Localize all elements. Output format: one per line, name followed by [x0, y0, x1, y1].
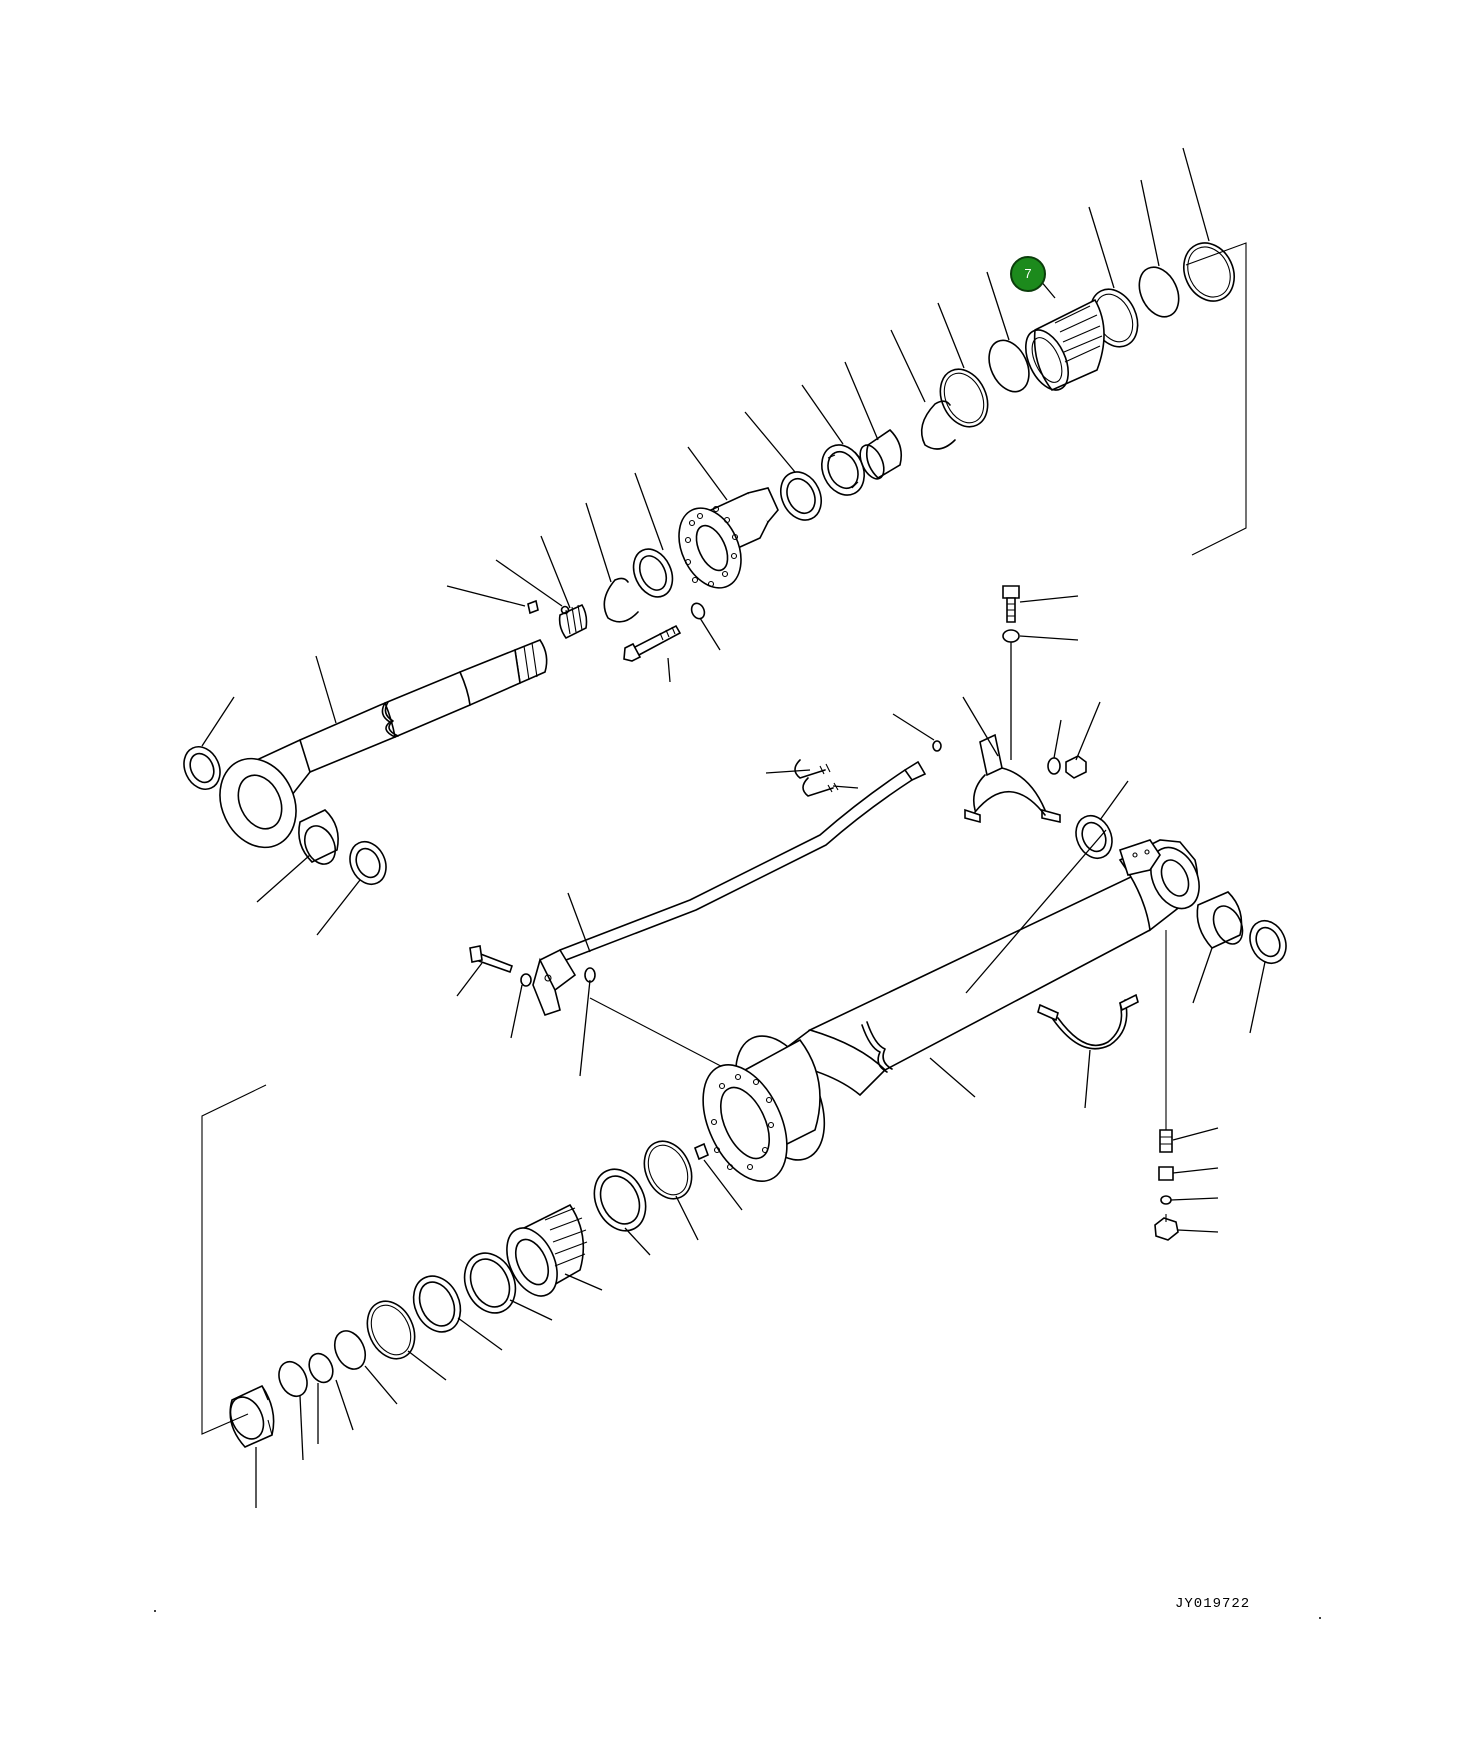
lower-ring-4 — [333, 1330, 367, 1370]
grease-fitting-stack — [1154, 1129, 1179, 1241]
u-bolt — [794, 759, 839, 797]
cylinder-bottom-eye — [1118, 839, 1200, 932]
bushing-1 — [859, 428, 903, 480]
pipe-fitting — [903, 760, 927, 782]
scan-speck — [154, 1610, 156, 1612]
snap-ring-1 — [920, 400, 956, 450]
buffer-ring — [779, 471, 823, 521]
lower-ring-2 — [412, 1275, 462, 1333]
rod-eye-seal-right — [349, 841, 387, 885]
tube-clamp — [1037, 993, 1139, 1050]
pipe-flange — [532, 948, 577, 1016]
rod-seal — [821, 444, 865, 496]
pipe-o-ring — [584, 967, 596, 983]
clamp-bolt — [1002, 585, 1020, 623]
lower-piston — [506, 1203, 588, 1297]
seal-ring-top-2 — [1138, 266, 1180, 318]
clamp-spring-washer — [1047, 757, 1061, 775]
part-callout-7[interactable]: 7 — [1010, 256, 1046, 292]
backup-ring-1 — [939, 368, 989, 428]
o-ring-lower-1 — [643, 1140, 693, 1200]
scan-speck — [1319, 1617, 1321, 1619]
leader-lines — [201, 147, 1266, 1508]
backup-ring-lower — [593, 1168, 647, 1232]
bottom-bushing — [1196, 891, 1244, 949]
spring-washer — [690, 602, 706, 620]
lower-ring-5 — [278, 1360, 308, 1398]
lower-nut — [229, 1384, 275, 1448]
upper-seal-right — [1075, 815, 1113, 859]
snap-ring-2 — [603, 577, 639, 623]
lower-group-bracket — [201, 1084, 267, 1435]
piston-nut — [558, 603, 588, 640]
hydraulic-pipe — [559, 769, 906, 951]
flange-connection-line — [589, 997, 739, 1076]
flange-washer — [520, 973, 532, 987]
piping-assembly — [469, 585, 1087, 1076]
seal-ring-top-1 — [1183, 242, 1235, 302]
upper-group-bracket — [1185, 242, 1247, 556]
dust-seal-upper — [632, 548, 674, 598]
head-bolt — [623, 624, 682, 662]
small-ball — [560, 605, 570, 615]
rod-eye-seal-left — [183, 746, 221, 790]
rod-eye-bushing — [298, 809, 339, 865]
cylinder-tube — [702, 873, 1151, 1183]
cylinder-head — [678, 487, 779, 589]
lower-ring-3 — [366, 1300, 416, 1360]
piston-rod — [298, 639, 548, 773]
set-screw-lower — [693, 1142, 710, 1161]
flange-bolt — [469, 945, 514, 974]
piston — [1025, 298, 1105, 391]
clamp-washer — [1002, 629, 1020, 643]
set-screw — [527, 599, 539, 615]
o-ring-1 — [988, 339, 1030, 393]
fitting-o-ring — [932, 740, 942, 752]
lower-ring-1 — [463, 1252, 517, 1314]
bottom-seal — [1249, 920, 1287, 964]
drawing-code-label: JY019722 — [1175, 1596, 1251, 1612]
rod-eye — [219, 738, 311, 849]
lower-o-ring — [308, 1352, 334, 1384]
pipe-clamp-bracket — [964, 733, 1061, 824]
lower-assembly — [201, 815, 1287, 1448]
upper-assembly — [183, 242, 1247, 885]
